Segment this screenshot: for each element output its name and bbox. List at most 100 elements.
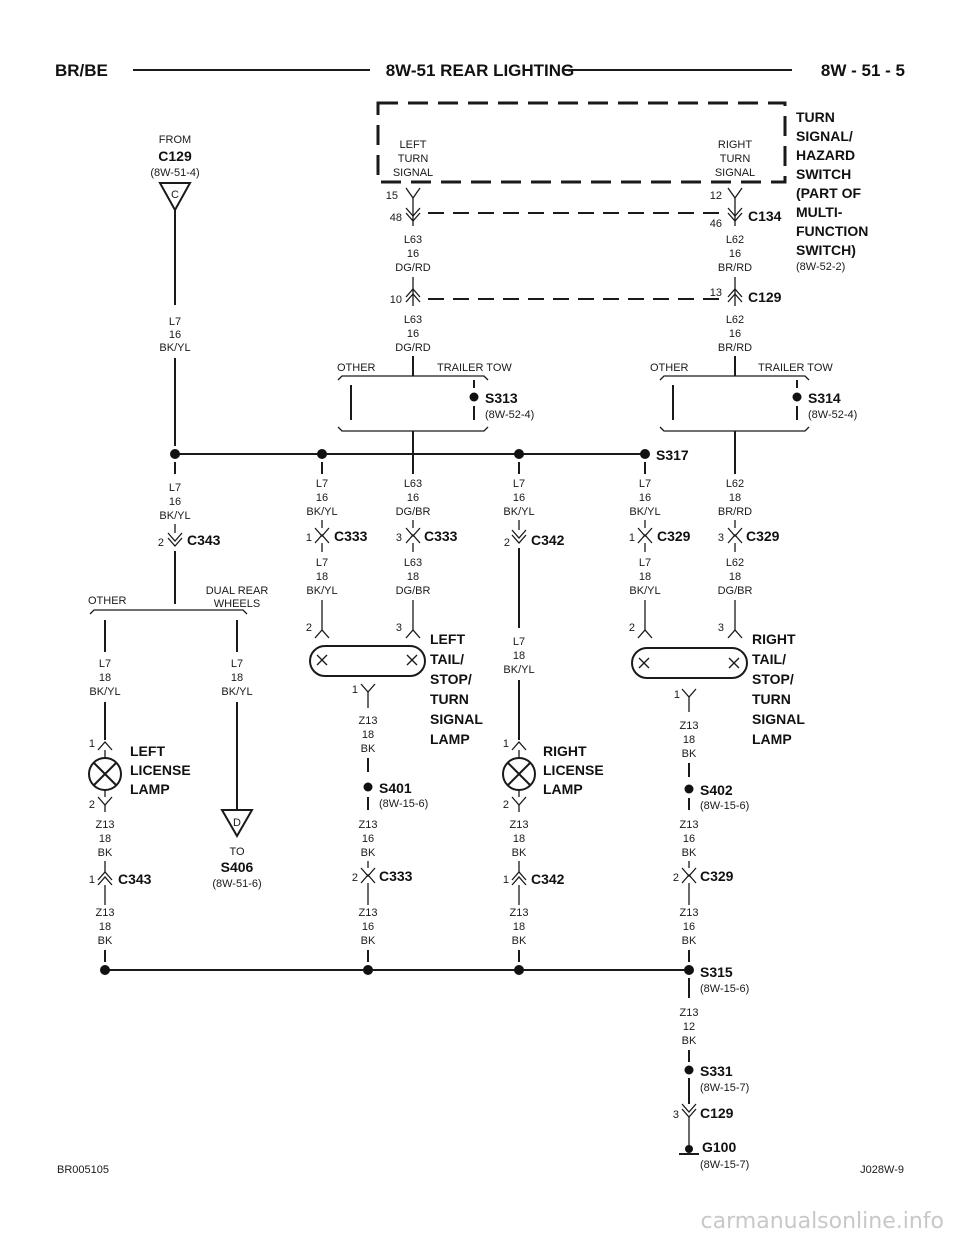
- svg-text:16: 16: [362, 921, 374, 933]
- c342-bot-label: C342: [531, 871, 565, 887]
- svg-text:L7: L7: [316, 478, 328, 490]
- branch-license-bracket: [89, 609, 248, 615]
- wire-label-z13-16-s402: Z13 16 BK: [680, 819, 699, 859]
- svg-text:HAZARD: HAZARD: [796, 147, 855, 163]
- switch-title: TURN SIGNAL/ HAZARD SWITCH (PART OF MULT…: [796, 109, 868, 258]
- svg-text:TURN: TURN: [398, 153, 429, 165]
- svg-text:L7: L7: [513, 636, 525, 648]
- svg-text:16: 16: [729, 328, 741, 340]
- svg-text:16: 16: [407, 492, 419, 504]
- svg-text:SIGNAL: SIGNAL: [715, 167, 755, 179]
- svg-text:18: 18: [99, 921, 111, 933]
- c333-l7-female: [314, 527, 330, 537]
- svg-text:LICENSE: LICENSE: [543, 762, 604, 778]
- c333-l7-label: C333: [334, 528, 368, 544]
- svg-text:STOP/: STOP/: [752, 671, 794, 687]
- s315-ref: (8W-15-6): [700, 983, 749, 995]
- wire-label-z13-18-c342-bot: Z13 18 BK: [510, 907, 529, 947]
- s406-pin-label: D: [233, 817, 241, 829]
- c333-l7-male: [314, 534, 330, 544]
- branch-left-other: OTHER: [337, 362, 376, 374]
- svg-text:RIGHT: RIGHT: [543, 743, 587, 759]
- svg-text:SIGNAL: SIGNAL: [430, 711, 483, 727]
- svg-text:L63: L63: [404, 478, 422, 490]
- svg-text:BK: BK: [682, 935, 697, 947]
- c329-bot-pin: 2: [673, 872, 679, 884]
- wire-label-l7-16-c333: L7 16 BK/YL: [306, 478, 337, 518]
- branch-right-bracket-bottom: [659, 426, 810, 432]
- svg-text:DG/BR: DG/BR: [396, 585, 431, 597]
- c333-bot-male: [360, 874, 376, 884]
- svg-text:18: 18: [729, 571, 741, 583]
- ground-node-c333: [363, 965, 373, 975]
- c333-l63-female: [405, 527, 421, 537]
- c329-bot-label: C329: [700, 868, 734, 884]
- wire-label-l7-18-c342: L7 18 BK/YL: [503, 636, 534, 676]
- branch-left-trailer-tow: TRAILER TOW: [437, 362, 512, 374]
- left-license-lamp-icon: [88, 757, 122, 791]
- s406-label: S406: [221, 859, 254, 875]
- s406-to-label: TO: [229, 846, 245, 858]
- svg-text:BR/RD: BR/RD: [718, 262, 752, 274]
- svg-text:16: 16: [407, 328, 419, 340]
- right-license-pin1: 1: [503, 738, 509, 750]
- source-pin-marker: [158, 182, 192, 213]
- svg-text:Z13: Z13: [96, 907, 115, 919]
- svg-text:16: 16: [316, 492, 328, 504]
- wire-label-l63-16-dgbr: L63 16 DG/BR: [396, 478, 431, 518]
- c129-top-pin-left: 10: [390, 294, 402, 306]
- svg-text:16: 16: [683, 833, 695, 845]
- svg-text:SWITCH): SWITCH): [796, 242, 856, 258]
- c329-l7-pin: 1: [629, 532, 635, 544]
- c342-top-female-a: [511, 529, 527, 539]
- s313-ref: (8W-52-4): [485, 409, 534, 421]
- svg-text:L62: L62: [726, 234, 744, 246]
- wire-label-l7-18-c333: L7 18 BK/YL: [306, 557, 337, 597]
- svg-text:18: 18: [683, 734, 695, 746]
- c329-l62-male: [727, 534, 743, 544]
- switch-ref: (8W-52-2): [796, 261, 845, 273]
- svg-text:Z13: Z13: [96, 819, 115, 831]
- right-tail-terminal-1: [681, 688, 697, 698]
- svg-text:18: 18: [231, 672, 243, 684]
- c129-top-label: C129: [748, 289, 782, 305]
- dual-rear-line1: DUAL REAR: [206, 585, 269, 597]
- svg-text:DG/BR: DG/BR: [718, 585, 753, 597]
- left-license-pin2: 2: [89, 799, 95, 811]
- s401-ref: (8W-15-6): [379, 798, 428, 810]
- s331-label: S331: [700, 1063, 733, 1079]
- bus-node-left: [170, 449, 180, 459]
- c329-bot-female: [681, 867, 697, 877]
- c343-bot-label: C343: [118, 871, 152, 887]
- branch-right-trailer-tow: TRAILER TOW: [758, 362, 833, 374]
- c129-top-male-right-b: [727, 293, 743, 303]
- svg-text:18: 18: [362, 729, 374, 741]
- c329-l7-female: [637, 527, 653, 537]
- wire-label-l7-16-c342: L7 16 BK/YL: [503, 478, 534, 518]
- c333-l7-pin: 1: [306, 532, 312, 544]
- left-tail-pin1: 1: [352, 684, 358, 696]
- right-license-terminal-1: [511, 741, 527, 751]
- svg-text:BK: BK: [512, 847, 527, 859]
- c342-top-female-b: [511, 534, 527, 544]
- c129-bot-label: C129: [700, 1105, 734, 1121]
- c343-top-female-a: [167, 532, 183, 542]
- svg-text:BK/YL: BK/YL: [221, 686, 252, 698]
- turn-signal-switch-box: [376, 101, 787, 184]
- branch-license-other: OTHER: [88, 595, 127, 607]
- right-tail-lamp-icon: [631, 647, 748, 679]
- svg-text:Z13: Z13: [359, 907, 378, 919]
- branch-right-other: OTHER: [650, 362, 689, 374]
- c129-bot-pin: 3: [673, 1109, 679, 1121]
- c342-bot-pin: 1: [503, 874, 509, 886]
- c129-top-male-right-a: [727, 288, 743, 298]
- ground-node-c342: [514, 965, 524, 975]
- left-tail-terminal-1: [360, 683, 376, 693]
- svg-text:BK/YL: BK/YL: [629, 585, 660, 597]
- svg-text:L63: L63: [404, 557, 422, 569]
- svg-text:Z13: Z13: [680, 1007, 699, 1019]
- wire-label-z13-18-right-license: Z13 18 BK: [510, 819, 529, 859]
- wire-label-l62-18-brrd: L62 18 BR/RD: [718, 478, 752, 518]
- right-tail-pin3: 3: [718, 622, 724, 634]
